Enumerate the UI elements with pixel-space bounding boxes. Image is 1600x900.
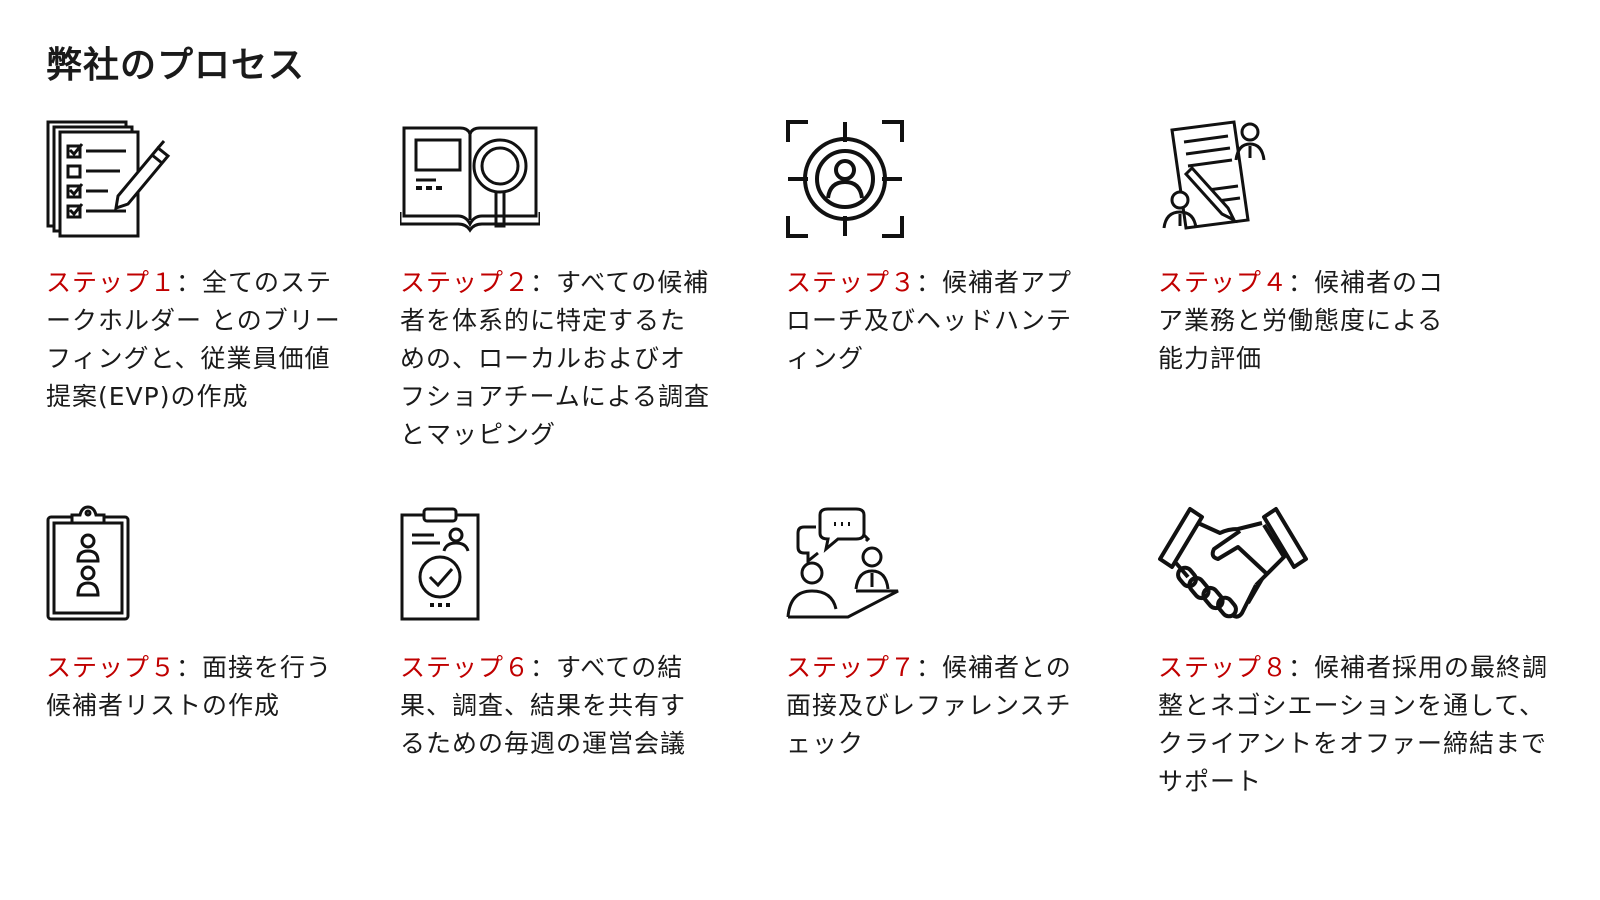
step-separator: ： — [176, 653, 203, 682]
target-person-icon — [786, 120, 1096, 238]
step-label: ステップ３ — [786, 268, 917, 297]
step-separator: ： — [1288, 653, 1315, 682]
step-8: ステップ８：候補者採用の最終調整とネゴシエーションを通して、クライアントをオファ… — [1158, 505, 1558, 801]
step-label: ステップ８ — [1158, 653, 1289, 682]
page-title: 弊社のプロセス — [46, 45, 306, 86]
step-description: 候補者採用の最終調整とネゴシエーションを通して、クライアントをオファー締結までサ… — [1158, 653, 1549, 796]
document-evaluation-icon — [1158, 120, 1458, 238]
step-label: ステップ２ — [400, 268, 531, 297]
step-description: すべての候補者を体系的に特定するための、ローカルおよびオフショアチームによる調査… — [400, 268, 711, 449]
interview-icon — [786, 505, 1096, 623]
step-description: 候補者のコア業務と労働態度による能力評価 — [1158, 268, 1445, 373]
step-description: 面接を行う候補者リストの作成 — [46, 653, 333, 720]
clipboard-check-icon — [400, 505, 710, 623]
step-separator: ： — [916, 268, 943, 297]
step-1: ステップ１：全てのステークホルダー とのブリーフィングと、従業員価値提案(EVP… — [46, 120, 356, 416]
step-7: ステップ７：候補者との面接及びレファレンスチェック — [786, 505, 1096, 763]
step-separator: ： — [530, 653, 557, 682]
step-label: ステップ１ — [46, 268, 177, 297]
step-description: 候補者との面接及びレファレンスチェック — [786, 653, 1072, 758]
step-label: ステップ６ — [400, 653, 531, 682]
step-label: ステップ５ — [46, 653, 177, 682]
step-separator: ： — [530, 268, 557, 297]
step-label: ステップ４ — [1158, 268, 1289, 297]
step-label: ステップ７ — [786, 653, 917, 682]
book-magnifier-icon — [400, 120, 710, 238]
step-4: ステップ４：候補者のコア業務と労働態度による能力評価 — [1158, 120, 1458, 378]
step-3: ステップ３：候補者アプローチ及びヘッドハンティング — [786, 120, 1096, 378]
clipboard-people-icon — [46, 505, 356, 623]
step-5: ステップ５：面接を行う候補者リストの作成 — [46, 505, 356, 725]
step-2: ステップ２：すべての候補者を体系的に特定するための、ローカルおよびオフショアチー… — [400, 120, 710, 454]
step-separator: ： — [916, 653, 943, 682]
step-description: すべての結果、調査、結果を共有するための毎週の運営会議 — [400, 653, 687, 758]
step-6: ステップ６：すべての結果、調査、結果を共有するための毎週の運営会議 — [400, 505, 710, 763]
step-separator: ： — [176, 268, 203, 297]
step-description: 候補者アプローチ及びヘッドハンティング — [786, 268, 1073, 373]
checklist-pen-icon — [46, 120, 356, 238]
step-separator: ： — [1288, 268, 1315, 297]
handshake-icon — [1158, 505, 1558, 623]
step-description: 全てのステークホルダー とのブリーフィングと、従業員価値提案(EVP)の作成 — [46, 268, 341, 411]
